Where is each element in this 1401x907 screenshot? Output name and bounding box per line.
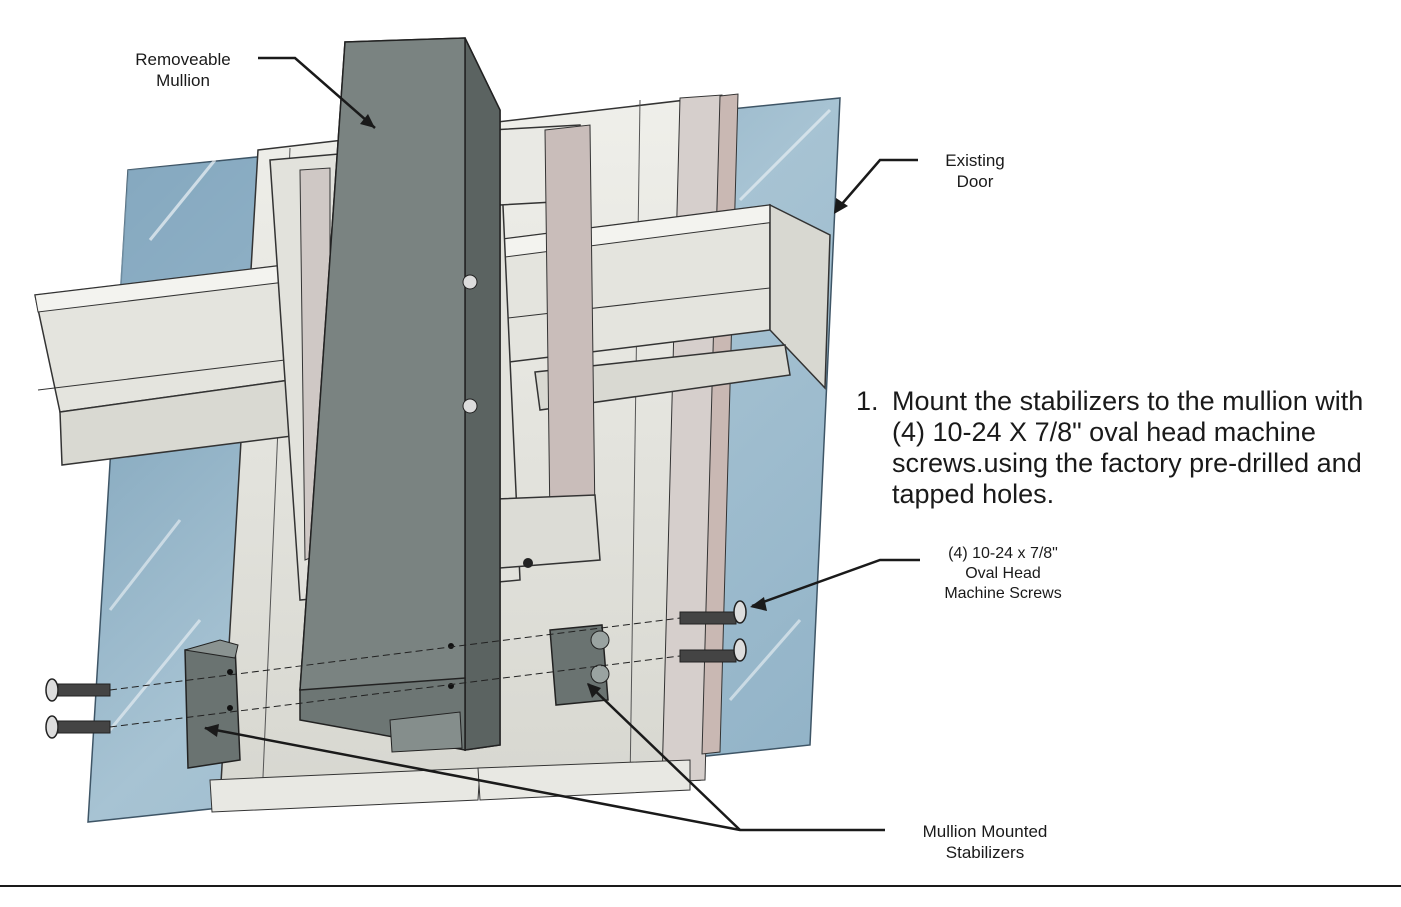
removeable-mullion xyxy=(299,37,501,753)
callout-existing-door: Existing Door xyxy=(905,150,1045,192)
callout-line: Mullion xyxy=(156,71,210,90)
screw-left-top xyxy=(45,678,111,702)
leader-stabilizer-right xyxy=(587,683,741,831)
arrowhead-mullion xyxy=(360,114,375,128)
arrowhead-screws xyxy=(750,597,767,611)
callout-line: Stabilizers xyxy=(945,843,1025,862)
callout-line: (4) 10-24 x 7/8" xyxy=(948,545,1058,562)
stabilizer-left xyxy=(184,639,241,769)
callout-mullion-mounted-stabilizers: Mullion Mounted Stabilizers xyxy=(880,821,1090,863)
screw-right-bottom xyxy=(679,638,747,663)
arrowhead-door xyxy=(834,198,848,214)
callout-line: Door xyxy=(956,172,994,191)
screws xyxy=(45,600,747,739)
arrowhead-stabilizer-right xyxy=(587,683,601,698)
step-text: Mount the stabilizers to the mullion wit… xyxy=(892,386,1364,509)
leader-removeable-mullion xyxy=(258,56,376,129)
screw-right-top xyxy=(679,600,747,625)
callout-line: Existing xyxy=(945,151,1005,170)
callout-line: Machine Screws xyxy=(944,585,1062,602)
screw-left-bottom xyxy=(45,715,111,739)
stabilizer-right xyxy=(549,624,610,706)
step-number: 1. xyxy=(856,386,879,416)
callout-line: Oval Head xyxy=(965,565,1041,582)
rail-left xyxy=(34,264,301,466)
callout-line: Removeable xyxy=(135,50,231,69)
alignment-lines xyxy=(109,617,681,728)
callout-line: Mullion Mounted xyxy=(922,822,1048,841)
leader-existing-door xyxy=(834,158,918,213)
leader-screws xyxy=(751,558,920,608)
callout-removeable-mullion: Removeable Mullion xyxy=(118,49,248,91)
arrowhead-stabilizer-left xyxy=(204,724,219,737)
leader-lines xyxy=(204,56,920,832)
callout-machine-screws: (4) 10-24 x 7/8" Oval Head Machine Screw… xyxy=(905,544,1101,604)
instruction-step: 1. Mount the stabilizers to the mullion … xyxy=(856,386,1396,510)
